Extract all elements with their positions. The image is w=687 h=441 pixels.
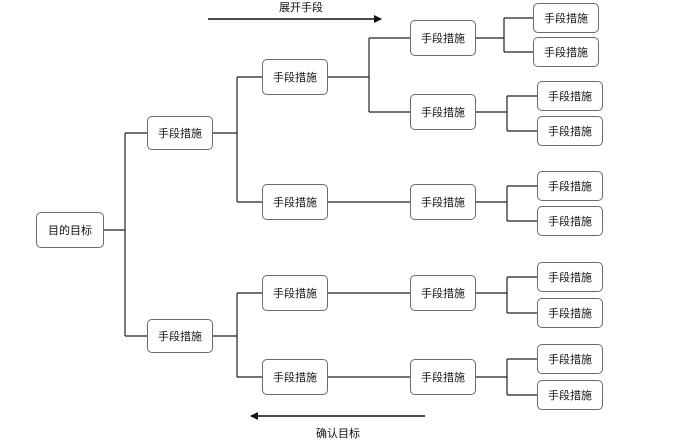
connector-l1-lower	[213, 292, 262, 378]
means-node-l2-2: 手段措施	[262, 184, 328, 220]
goal-node: 目的目标	[36, 212, 104, 248]
connector-l1-upper	[213, 76, 262, 203]
means-node-l1-1: 手段措施	[147, 116, 213, 150]
means-node-l2-3: 手段措施	[262, 275, 328, 311]
connector-l3-d	[476, 276, 537, 314]
means-node-l1-2: 手段措施	[147, 319, 213, 353]
connector-root	[103, 132, 147, 337]
expand-means-caption: 展开手段	[279, 1, 323, 14]
confirm-goal-caption: 确认目标	[316, 427, 360, 440]
means-node-l4-2: 手段措施	[533, 37, 599, 67]
means-node-l4-3: 手段措施	[537, 81, 603, 111]
means-node-l4-8: 手段措施	[537, 298, 603, 328]
connector-l3-a	[476, 17, 533, 53]
means-node-l4-10: 手段措施	[537, 380, 603, 410]
means-node-l2-1: 手段措施	[262, 59, 328, 95]
connector-l2-a	[328, 37, 410, 113]
means-node-l4-6: 手段措施	[537, 206, 603, 236]
means-node-l2-4: 手段措施	[262, 359, 328, 395]
means-node-l4-4: 手段措施	[537, 116, 603, 146]
means-node-l4-9: 手段措施	[537, 344, 603, 374]
connector-l3-b	[476, 95, 537, 132]
means-node-l3-5: 手段措施	[410, 359, 476, 395]
connector-l3-c	[476, 185, 537, 222]
connector-l3-e	[476, 358, 537, 396]
means-node-l3-2: 手段措施	[410, 94, 476, 130]
means-node-l4-5: 手段措施	[537, 171, 603, 201]
means-node-l3-3: 手段措施	[410, 184, 476, 220]
means-node-l4-1: 手段措施	[533, 3, 599, 33]
means-node-l4-7: 手段措施	[537, 262, 603, 292]
means-node-l3-4: 手段措施	[410, 275, 476, 311]
means-node-l3-1: 手段措施	[410, 20, 476, 56]
